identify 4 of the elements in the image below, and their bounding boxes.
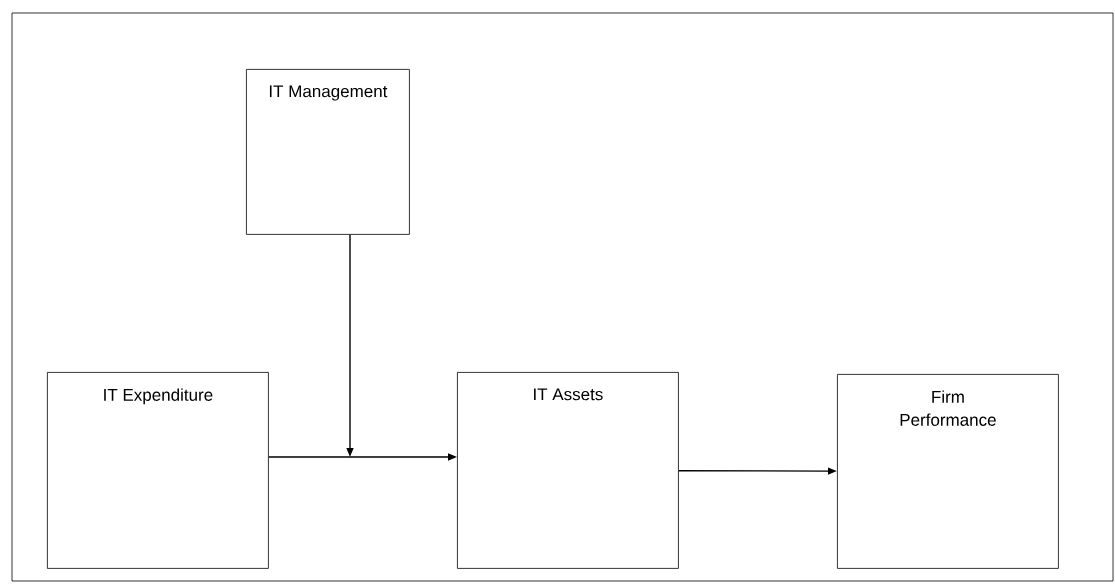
process-box: IT Management bbox=[246, 69, 410, 235]
process-box: IT Expenditure bbox=[47, 372, 269, 569]
process-box: IT Assets bbox=[457, 372, 679, 569]
process-box: Firm Performance bbox=[837, 374, 1059, 569]
